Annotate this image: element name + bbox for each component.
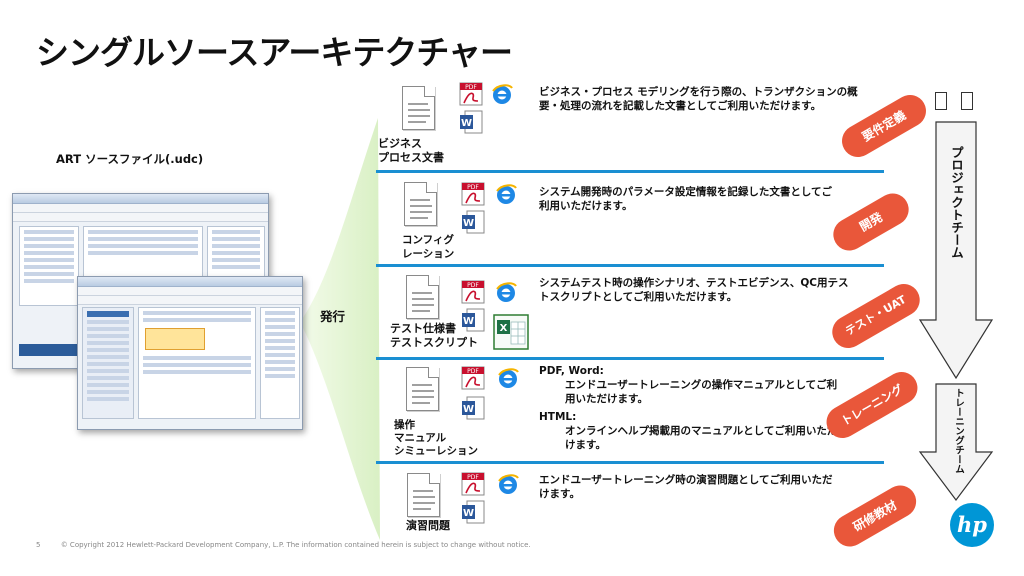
section-separator [376,357,884,360]
doc-label-manual: 操作マニュアルシミューレション [394,419,478,457]
ie-icon [496,184,517,204]
page-title: シングルソースアーキテクチャー [36,33,513,72]
project-team-label: プロジェクトチーム [949,146,964,259]
document-icon [406,275,439,319]
doc-label-business: ビジネスプロセス文書 [378,137,444,164]
document-icon [406,367,439,411]
svg-text:W: W [463,316,474,327]
svg-text:PDF: PDF [467,184,479,191]
svg-text:X: X [500,323,508,334]
source-file-label: ART ソースファイル(.udc) [56,152,204,166]
svg-text:W: W [463,404,474,415]
publish-label: 発行 [320,309,346,324]
pdf-icon: PDF [461,280,485,304]
footer: 5 © Copyright 2012 Hewlett-Packard Devel… [36,541,531,549]
doc-label-configuration: コンフィグレーション [402,234,455,260]
document-icon [402,86,435,130]
word-icon: W [462,396,485,420]
copyright-text: © Copyright 2012 Hewlett-Packard Develop… [60,541,531,549]
header-block [935,92,947,110]
pdf-icon: PDF [461,472,485,496]
section-separator [376,170,884,173]
section-separator [376,461,884,464]
hp-logo: hp [950,503,994,547]
word-icon: W [462,210,485,234]
ie-icon [498,474,519,494]
svg-text:W: W [463,218,474,229]
description-manual: PDF, Word: エンドユーザートレーニングの操作マニュアルとしてご利 用い… [539,365,838,451]
pdf-icon: PDF [461,366,485,390]
svg-text:PDF: PDF [465,84,477,91]
doc-label-test-spec: テスト仕様書テストスクリプト [390,322,478,349]
document-icon [404,182,437,226]
svg-text:PDF: PDF [467,282,479,289]
svg-text:PDF: PDF [467,474,479,481]
training-team-label: トレーニングチーム [953,388,964,474]
ie-icon [496,282,517,302]
word-icon: W [462,308,485,332]
pdf-icon: PDF [461,182,485,206]
training-team-arrow [918,383,994,501]
document-icon [407,473,440,517]
svg-text:W: W [461,118,472,129]
ie-icon [498,368,519,388]
description-test-spec: システムテスト時の操作シナリオ、テストエビデンス、QC用テストスクリプトとしてご… [539,277,849,303]
description-exercise: エンドユーザートレーニング時の演習問題としてご利用いただけます。 [539,474,833,500]
description-configuration: システム開発時のパラメータ設定情報を記録した文書としてご利用いただけます。 [539,186,833,212]
header-block [961,92,973,110]
word-icon: W [462,500,485,524]
doc-label-exercise: 演習問題 [406,519,450,532]
section-separator [376,264,884,267]
description-business: ビジネス・プロセス モデリングを行う際の、トランザクションの概要・処理の流れを記… [539,86,858,112]
project-team-arrow [918,121,994,380]
svg-text:PDF: PDF [467,368,479,375]
excel-icon: X [493,314,529,350]
page-number: 5 [36,541,41,549]
pdf-icon: PDF [459,82,483,106]
svg-text:W: W [463,508,474,519]
ie-icon [492,84,513,104]
word-icon: W [460,110,483,134]
app-screenshot-front [77,276,303,430]
